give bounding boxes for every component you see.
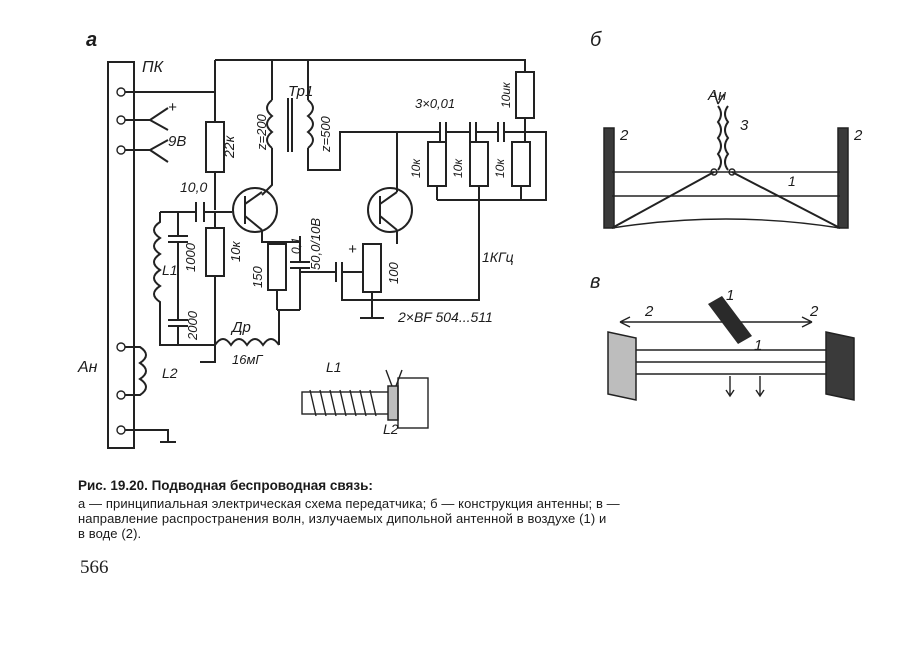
- inset-l2-label: L2: [383, 421, 399, 437]
- plate-right: [825, 331, 855, 401]
- caption-line-3: в воде (2).: [78, 526, 142, 541]
- plus-terminal: [125, 107, 169, 131]
- coil-l1: [153, 212, 162, 320]
- figure-caption: Рис. 19.20. Подводная беспроводная связь…: [78, 478, 868, 541]
- choke-value: 16мГ: [232, 352, 263, 367]
- resistor-bias-10k: [205, 227, 225, 277]
- transformer-z1: z=200: [254, 113, 269, 151]
- resistor-top-label: 10ик: [499, 81, 513, 108]
- resistor-150-label: 150: [250, 266, 265, 288]
- coupling-capacitor: [160, 202, 232, 222]
- dipole-rod: [636, 349, 826, 375]
- figure-19-20: а ПК + 9В 22к Тр1 z=200 z=500 10,0 L1 10…: [77, 29, 863, 449]
- resistor-bias-label: 10к: [228, 241, 243, 262]
- resistor-chain-1: [427, 141, 447, 187]
- connector-label: ПК: [142, 59, 165, 76]
- coil-l1-label: L1: [162, 262, 178, 278]
- electrode-right: [837, 127, 849, 229]
- caption-line-1: а — принципиальная электрическая схема п…: [78, 496, 620, 511]
- transformer-primary: [266, 99, 274, 149]
- antenna-b-3: 3: [740, 117, 749, 134]
- antenna-b-an: Ан: [707, 87, 726, 104]
- antenna-label: Ан: [77, 359, 98, 376]
- supply-voltage: 9В: [168, 133, 186, 150]
- capacitor-1000: [168, 212, 188, 320]
- page-number: 566: [80, 557, 109, 578]
- inset-coil-winding: [309, 389, 377, 417]
- propagation-2-right: 2: [809, 303, 819, 320]
- electrolytic-label: 50,0/10В: [308, 218, 323, 270]
- coil-l2-label: L2: [162, 365, 178, 381]
- transformer-core: [287, 98, 293, 152]
- plate-left: [607, 331, 637, 401]
- resistor-chain-3-label: 10к: [493, 158, 507, 178]
- electrode-left: [603, 127, 615, 229]
- resistor-100-label: 100: [386, 262, 401, 284]
- inset-coil-cap: [397, 377, 429, 429]
- ground-terminal: [125, 429, 176, 443]
- transistor-2: [367, 187, 413, 233]
- connector-strip: [107, 61, 135, 449]
- transformer-z2: z=500: [318, 115, 333, 153]
- panel-v-label: в: [590, 271, 600, 293]
- choke-label: Др: [230, 319, 251, 336]
- antenna-rod: [612, 171, 840, 197]
- minus-terminal: [125, 139, 169, 163]
- choke-dr: [214, 338, 280, 347]
- water-wave-arrow: [619, 316, 813, 328]
- capacitor-1000-label: 1000: [183, 242, 198, 272]
- antenna-b-2-right: 2: [853, 127, 863, 144]
- capacitor-chain: [420, 122, 525, 142]
- transformer-secondary: [306, 99, 314, 149]
- caption-title: Рис. 19.20. Подводная беспроводная связь…: [78, 478, 373, 493]
- frequency-label: 1КГц: [482, 249, 514, 265]
- transistor-1: [232, 187, 278, 233]
- resistor-22k: [205, 121, 225, 173]
- panel-b-label: б: [590, 29, 602, 51]
- panel-a-label: а: [86, 29, 97, 51]
- transistor-type: 2×BF 504...511: [397, 309, 493, 325]
- capacitor-2000-label: 2000: [185, 310, 200, 341]
- caption-line-2: направление распространения волн, излуча…: [78, 511, 607, 526]
- transformer-label: Тр1: [288, 83, 313, 100]
- top-rail: [214, 59, 526, 92]
- resistor-chain-2-label: 10к: [451, 158, 465, 178]
- resistor-chain-1-label: 10к: [409, 158, 423, 178]
- coupling-cap-label: 10,0: [180, 179, 207, 195]
- antenna-b-2-left: 2: [619, 127, 629, 144]
- air-wave-arrow: [708, 296, 752, 344]
- supply-plus: +: [168, 99, 177, 116]
- connector-terminals: [116, 87, 126, 435]
- capacitor-0-1: [276, 242, 310, 311]
- propagation-2-left: 2: [644, 303, 654, 320]
- capacitor-2000: [168, 319, 188, 345]
- inset-coil-l2: [387, 385, 399, 421]
- electrolytic-capacitor: [300, 262, 372, 282]
- propagation-1-bottom: 1: [754, 337, 762, 354]
- antenna-twisted-lead: [716, 105, 722, 171]
- antenna-b-1: 1: [788, 173, 796, 189]
- coil-l2: [125, 346, 147, 396]
- inset-coil-form: [301, 391, 393, 415]
- resistor-100: [362, 243, 382, 293]
- propagation-1-top: 1: [726, 287, 734, 304]
- antenna-wires: [611, 171, 841, 229]
- inset-l1-label: L1: [326, 359, 342, 375]
- resistor-chain-3: [511, 141, 531, 187]
- resistor-chain-2: [469, 141, 489, 187]
- resistor-150: [267, 243, 287, 291]
- resistor-22k-label: 22к: [221, 134, 237, 159]
- electrolytic-plus: +: [348, 241, 357, 258]
- resistor-top: [515, 71, 535, 119]
- capacitor-chain-label: 3×0,01: [415, 96, 455, 111]
